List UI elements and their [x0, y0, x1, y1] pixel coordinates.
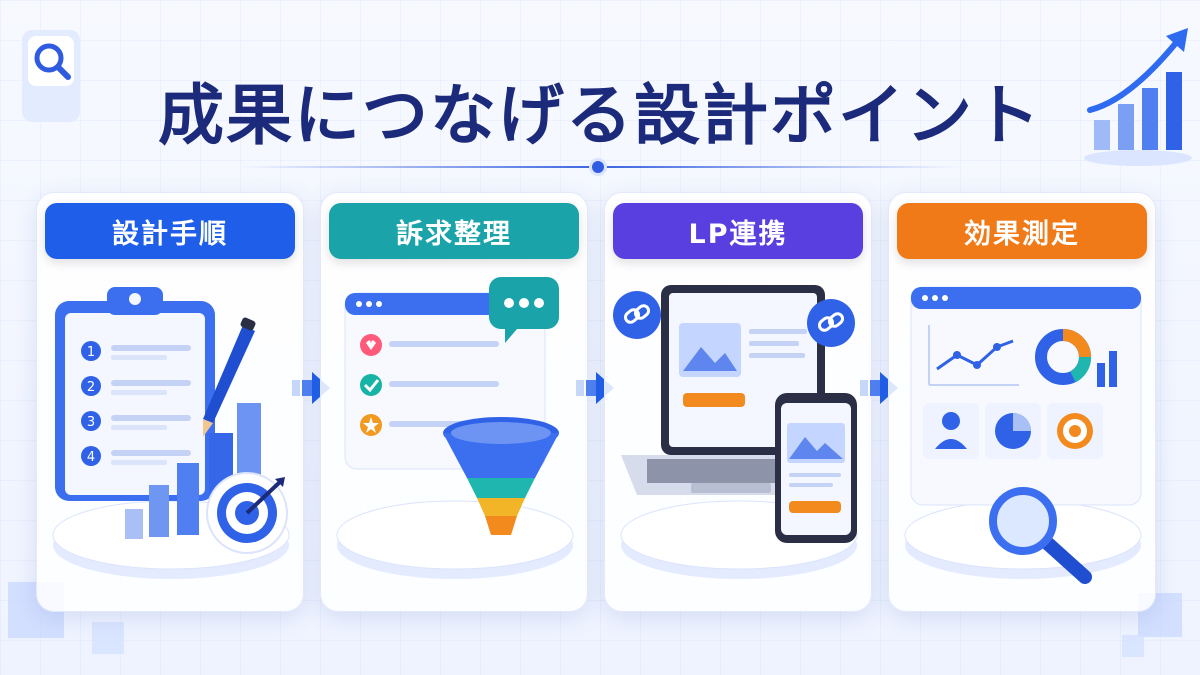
- check-icon: [360, 374, 382, 396]
- step-label: 訴求整理: [329, 203, 579, 259]
- list-number: 3: [87, 415, 95, 430]
- step-label: 設計手順: [45, 203, 295, 259]
- funnel-icon: [443, 417, 559, 535]
- line-graph-icon: [928, 325, 1019, 386]
- magnifier-icon: [989, 487, 1092, 584]
- step-card-appeal-organization: 訴求整理: [320, 192, 588, 612]
- growth-chart-icon: [1084, 28, 1192, 166]
- page-title: 成果につなげる設計ポイント: [158, 77, 1042, 154]
- heart-icon: [360, 334, 382, 356]
- step-card-lp-integration: LP連携: [604, 192, 872, 612]
- link-icon: [807, 299, 855, 347]
- donut-chart-icon: [1035, 329, 1091, 385]
- chat-bubble-icon: [489, 277, 559, 343]
- target-icon: [1057, 413, 1093, 449]
- analytics-dashboard-icon: [904, 286, 1142, 584]
- smartphone-icon: [775, 393, 857, 543]
- link-icon: [613, 291, 661, 339]
- pie-chart-icon: [995, 413, 1031, 449]
- checklist-items: 1 2 3 4: [81, 341, 191, 466]
- search-icon: [22, 30, 80, 122]
- pen-icon: [203, 317, 256, 437]
- step-label: 効果測定: [897, 203, 1147, 259]
- step-label: LP連携: [613, 203, 863, 259]
- clipboard-checklist-icon: 1 2 3 4: [52, 287, 290, 579]
- funnel-browser-icon: [336, 277, 574, 579]
- step-card-design-procedure: 設計手順 1 2 3 4: [36, 192, 304, 612]
- list-number: 1: [87, 345, 95, 360]
- laptop-phone-icon: [613, 285, 858, 579]
- star-icon: [360, 414, 382, 436]
- list-number: 4: [87, 450, 95, 465]
- title-dot: [592, 161, 604, 173]
- list-number: 2: [87, 380, 95, 395]
- user-icon: [935, 412, 967, 449]
- target-icon: [206, 472, 288, 554]
- step-card-effect-measurement: 効果測定: [888, 192, 1156, 612]
